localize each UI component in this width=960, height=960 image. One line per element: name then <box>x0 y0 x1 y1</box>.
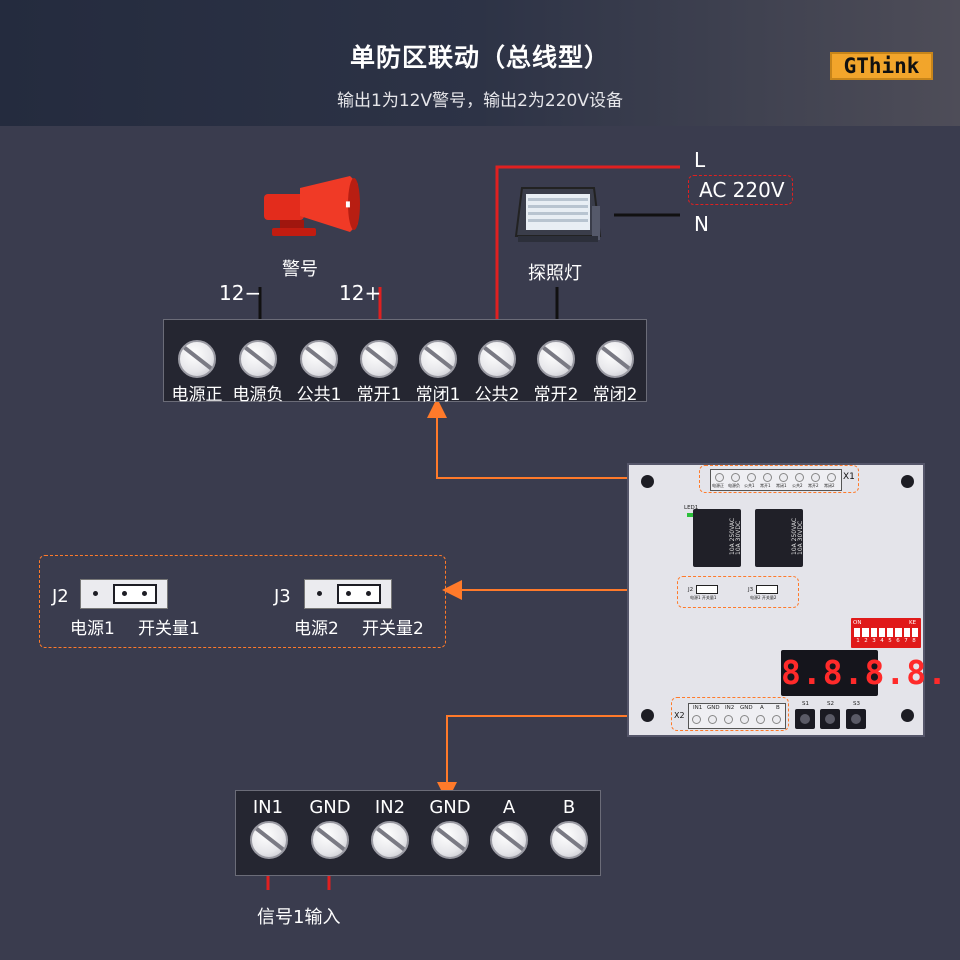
j3-mini-text: 电源2 开关量2 <box>750 595 777 600</box>
x2-mini-terminal <box>688 703 786 729</box>
bottom-terminal-label-6: B <box>562 797 576 818</box>
mount-hole <box>641 475 654 488</box>
j2-label: J2 <box>52 586 69 607</box>
bottom-terminal-screw-3[interactable] <box>371 821 409 859</box>
x1-highlight: X1 <box>699 465 859 493</box>
mount-hole <box>901 709 914 722</box>
j3-label: J3 <box>274 586 291 607</box>
x1-mini-terminal <box>710 469 842 491</box>
relay-1: 10A 250VAC 10A 30VDC <box>693 509 742 567</box>
terminal-label-8: 常闭2 <box>592 385 638 405</box>
button-s1-label: S1 <box>802 701 809 707</box>
button-s3[interactable] <box>846 709 866 729</box>
x2-label: X2 <box>674 711 685 720</box>
led-label: LED1 <box>684 505 699 511</box>
terminal-screw-4[interactable] <box>360 340 398 378</box>
j2-mini-jumper <box>696 585 718 594</box>
relay-2: 10A 250VAC 10A 30VDC <box>755 509 804 567</box>
bottom-terminal-screw-2[interactable] <box>311 821 349 859</box>
siren-label: 警号 <box>282 259 318 280</box>
j2-power-label: 电源1 <box>70 619 115 639</box>
header: 单防区联动（总线型） 输出1为12V警号，输出2为220V设备 GThink <box>0 0 960 126</box>
mount-hole <box>641 709 654 722</box>
svg-text:█: █ <box>345 201 350 208</box>
controller-board: X1 电源正 电源负 公共1 常开1 常闭1 公共2 常开2 常闭2 LED1 … <box>627 463 925 737</box>
page-title: 单防区联动（总线型） <box>349 43 610 72</box>
dip-switch[interactable]: ON KE 1 2 3 4 5 6 7 8 <box>851 618 921 648</box>
x1-mini-label-3: 公共1 <box>744 483 755 488</box>
x1-mini-label-8: 常闭2 <box>824 483 835 488</box>
terminal-label-4: 常开1 <box>356 385 402 405</box>
button-s1[interactable] <box>795 709 815 729</box>
terminal-label-1: 电源正 <box>171 385 223 405</box>
bottom-terminal-label-3: IN2 <box>374 797 406 818</box>
power-ac-box: AC 220V <box>688 175 793 205</box>
terminal-label-6: 公共2 <box>474 385 520 405</box>
bottom-terminal-label-4: GND <box>429 797 471 818</box>
x1-mini-label-6: 公共2 <box>792 483 803 488</box>
terminal-label-3: 公共1 <box>296 385 342 405</box>
page-subtitle: 输出1为12V警号，输出2为220V设备 <box>337 91 623 111</box>
bottom-terminal-screw-5[interactable] <box>490 821 528 859</box>
terminal-screw-2[interactable] <box>239 340 277 378</box>
jumper-highlight: J2 电源1 开关量1 J3 电源2 开关量2 <box>677 576 799 608</box>
power-ac-label: AC 220V <box>699 178 785 202</box>
j2-jumper[interactable] <box>80 579 168 609</box>
button-s3-label: S3 <box>853 701 860 707</box>
bottom-terminal-screw-6[interactable] <box>550 821 588 859</box>
bottom-terminal-screw-4[interactable] <box>431 821 469 859</box>
terminal-screw-5[interactable] <box>419 340 457 378</box>
j3-switch-label: 开关量2 <box>362 619 424 639</box>
button-s2[interactable] <box>820 709 840 729</box>
x1-mini-label-5: 常闭1 <box>776 483 787 488</box>
bottom-terminal-label-2: GND <box>309 797 351 818</box>
terminal-screw-1[interactable] <box>178 340 216 378</box>
j2-switch-label: 开关量1 <box>138 619 200 639</box>
bottom-terminal-label-1: IN1 <box>252 797 284 818</box>
button-s2-label: S2 <box>827 701 834 707</box>
terminal-screw-3[interactable] <box>300 340 338 378</box>
j3-power-label: 电源2 <box>294 619 339 639</box>
j3-mini-label: J3 <box>748 587 754 593</box>
x2-arrow <box>437 715 670 802</box>
x1-mini-label-4: 常开1 <box>760 483 771 488</box>
terminal-label-7: 常开2 <box>533 385 579 405</box>
j2-mini-text: 电源1 开关量1 <box>690 595 717 600</box>
x1-arrow <box>427 398 700 479</box>
j2-mini-label: J2 <box>688 587 694 593</box>
lamp-label: 探照灯 <box>528 263 582 284</box>
j3-jumper[interactable] <box>304 579 392 609</box>
signal-input-label: 信号1输入 <box>257 907 341 928</box>
mount-hole <box>901 475 914 488</box>
terminal-label-2: 电源负 <box>232 385 284 405</box>
brand-logo: GThink <box>830 52 933 80</box>
terminal-screw-6[interactable] <box>478 340 516 378</box>
siren-icon: █ <box>262 172 362 248</box>
x1-mini-label-1: 电源正 <box>712 483 724 488</box>
bottom-terminal-label-5: A <box>502 797 516 818</box>
power-L-label: L <box>694 148 706 172</box>
terminal-screw-8[interactable] <box>596 340 634 378</box>
terminal-label-5: 常闭1 <box>415 385 461 405</box>
seven-segment-display: 8.8.8.8. <box>781 650 947 696</box>
siren-negative-label: 12− <box>219 281 262 305</box>
x1-mini-label-7: 常开2 <box>808 483 819 488</box>
bottom-terminal-screw-1[interactable] <box>250 821 288 859</box>
power-N-label: N <box>694 212 709 236</box>
led-icon <box>687 513 695 517</box>
bottom-terminal-block: IN1 GND IN2 GND A B <box>235 790 601 876</box>
x1-label: X1 <box>843 472 855 482</box>
x1-mini-label-2: 电源负 <box>728 483 740 488</box>
jumper-panel: J2 电源1 开关量1 J3 电源2 开关量2 <box>39 555 446 648</box>
siren-positive-label: 12+ <box>339 281 382 305</box>
live-wire <box>495 165 680 347</box>
x2-highlight: X2 <box>671 697 789 731</box>
top-terminal-block: 电源正 电源负 公共1 常开1 常闭1 公共2 常开2 常闭2 <box>163 319 647 405</box>
floodlight-icon <box>512 186 604 248</box>
terminal-screw-7[interactable] <box>537 340 575 378</box>
j3-mini-jumper <box>756 585 778 594</box>
